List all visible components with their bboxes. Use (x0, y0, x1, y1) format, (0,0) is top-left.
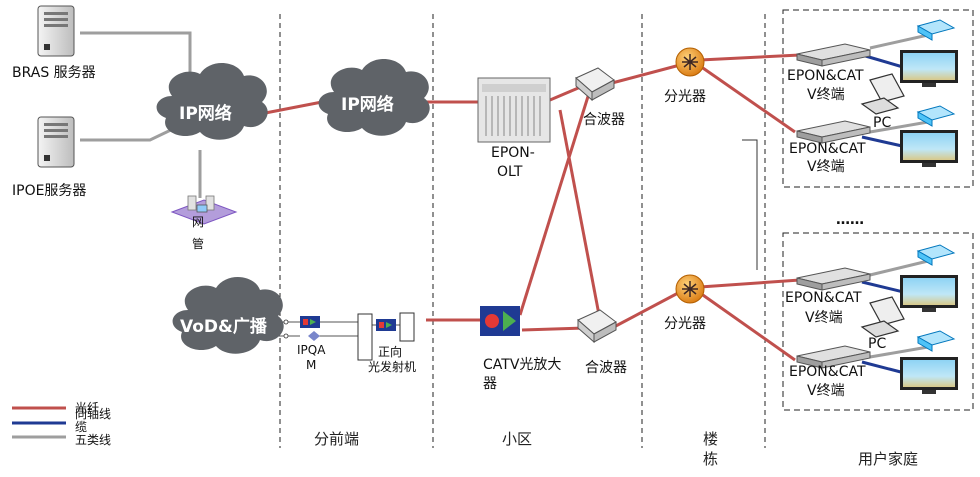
ipqam-label-1: IPQA (297, 343, 326, 357)
forward-transmitter-icon (376, 312, 415, 342)
ipoe-server-icon (37, 116, 75, 168)
legend-cat5-label: 五类线 (75, 433, 111, 447)
ipqam-device-icon (283, 316, 320, 341)
nms-label-1: 网 (192, 215, 204, 229)
legend-coax-label-1: 同轴线 (75, 406, 111, 421)
more-homes-ellipsis: …… (836, 212, 864, 228)
catv-amplifier-label-2: 器 (483, 376, 497, 392)
ip-network-cloud-1-label: IP网络 (179, 103, 232, 124)
legend-coax-label-2: 缆 (75, 420, 87, 434)
epon-olt-icon (477, 77, 551, 143)
combiner-top-label: 合波器 (583, 112, 625, 128)
ipoe-server-label: IPOE服务器 (12, 183, 86, 199)
tv-monitor-icon (900, 50, 958, 394)
home-box-top (782, 9, 974, 188)
section-community-label: 小区 (502, 430, 532, 448)
section-dividers (279, 14, 766, 448)
terminal-4-label-2: V终端 (807, 383, 845, 399)
legend: 光纤 同轴线 缆 五类线 (12, 401, 111, 447)
splitter-top-label: 分光器 (664, 89, 706, 105)
transmitter-label-1: 正向 (378, 344, 402, 359)
epon-catv-terminal-2-icon (796, 120, 871, 144)
epon-catv-terminal-3-icon (796, 267, 871, 291)
splitter-bottom-label: 分光器 (664, 316, 706, 332)
pc-1-label: PC (873, 115, 891, 131)
catv-amplifier-label-1: CATV光放大 (483, 357, 561, 373)
epon-catv-terminal-4-icon (796, 345, 871, 369)
ipqam-label-2: M (306, 358, 316, 372)
terminal-1-label-2: V终端 (807, 87, 845, 103)
transmitter-label-2: 光发射机 (368, 359, 416, 374)
combiner-bottom-label: 合波器 (585, 360, 627, 376)
nms-icon (170, 195, 238, 225)
ip-network-cloud-2-label: IP网络 (341, 94, 394, 115)
terminal-3-label-1: EPON&CAT (785, 290, 862, 306)
nms-label-2: 管 (192, 236, 204, 251)
ip-network-cloud-1: IP网络 (156, 62, 268, 140)
splitter-bottom-icon (675, 274, 705, 304)
terminal-2-label-2: V终端 (807, 159, 845, 175)
mux-box-icon (357, 313, 373, 361)
vod-broadcast-cloud: VoD&广播 (172, 276, 284, 354)
bras-server-icon (37, 5, 75, 57)
bracket-line (742, 139, 758, 270)
olt-label-1: EPON- (491, 145, 535, 161)
ip-network-cloud-2: IP网络 (318, 58, 430, 136)
terminal-1-label-1: EPON&CAT (787, 68, 864, 84)
splitter-top-icon (675, 47, 705, 77)
legend-fiber-label: 光纤 (75, 401, 99, 415)
fiber-links (254, 53, 801, 362)
cat5-links (80, 31, 929, 359)
combiner-bottom-icon (577, 309, 617, 344)
terminal-3-label-2: V终端 (805, 310, 843, 326)
section-headend-label: 分前端 (314, 430, 359, 448)
laptop-pc-icon (860, 73, 905, 338)
section-building-label-2: 栋 (703, 450, 718, 468)
combiner-top-icon (575, 67, 615, 102)
olt-label-2: OLT (497, 164, 523, 180)
bras-server-label: BRAS 服务器 (12, 65, 96, 81)
vod-broadcast-cloud-label: VoD&广播 (180, 316, 268, 337)
terminal-4-label-1: EPON&CAT (789, 364, 866, 380)
section-home-label: 用户家庭 (858, 450, 918, 468)
section-building-label-1: 楼 (703, 430, 718, 448)
catv-amplifier-icon (480, 306, 520, 336)
access-point-icon (916, 19, 956, 352)
terminal-2-label-1: EPON&CAT (789, 141, 866, 157)
epon-catv-terminal-1-icon (796, 43, 871, 67)
pc-2-label: PC (868, 336, 886, 352)
home-box-bottom (782, 232, 974, 411)
